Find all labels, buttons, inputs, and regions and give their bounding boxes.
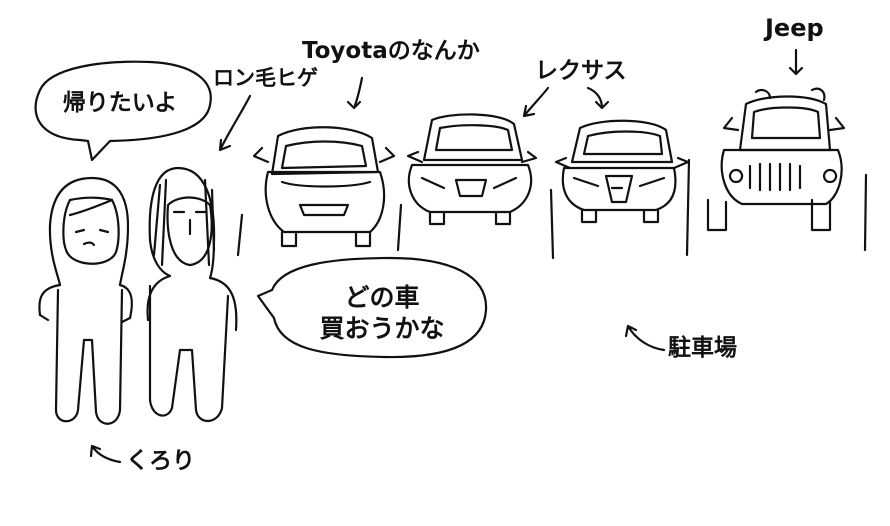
car-toyota bbox=[252, 126, 396, 248]
arrow-parking bbox=[624, 324, 666, 352]
arrow-toyota bbox=[346, 76, 364, 110]
label-long-hair: ロン毛ヒゲ bbox=[213, 66, 318, 90]
label-parking-lot: 駐車場 bbox=[668, 335, 737, 361]
speech-bubble-tired bbox=[34, 60, 212, 162]
arrow-kurori bbox=[89, 444, 122, 464]
label-lexus: レクサス bbox=[535, 58, 627, 84]
label-kurori: くろり bbox=[126, 448, 195, 474]
speech-text-tired: 帰りたいよ bbox=[62, 90, 178, 116]
parking-lines bbox=[236, 158, 868, 260]
arrow-long-hair bbox=[218, 94, 252, 152]
arrow-jeep bbox=[788, 48, 804, 76]
arrow-lexus-right bbox=[586, 86, 610, 110]
car-toyota-2 bbox=[406, 113, 538, 226]
car-lexus bbox=[554, 119, 690, 224]
arrow-lexus-left bbox=[522, 86, 550, 118]
person-kurori bbox=[38, 176, 133, 425]
label-jeep: Jeep bbox=[765, 14, 824, 42]
speech-text-which-car: どの車 買おうかな bbox=[282, 282, 482, 345]
annotation-arrows bbox=[89, 48, 804, 464]
person-long-hair bbox=[146, 166, 238, 423]
car-jeep bbox=[706, 87, 846, 232]
label-toyota: Toyotaのなんか bbox=[302, 38, 480, 64]
speech-bubble-which-car bbox=[256, 256, 488, 359]
speech-text-which-car-line1: どの車 bbox=[344, 283, 420, 312]
speech-text-which-car-line2: 買おうかな bbox=[319, 314, 445, 344]
